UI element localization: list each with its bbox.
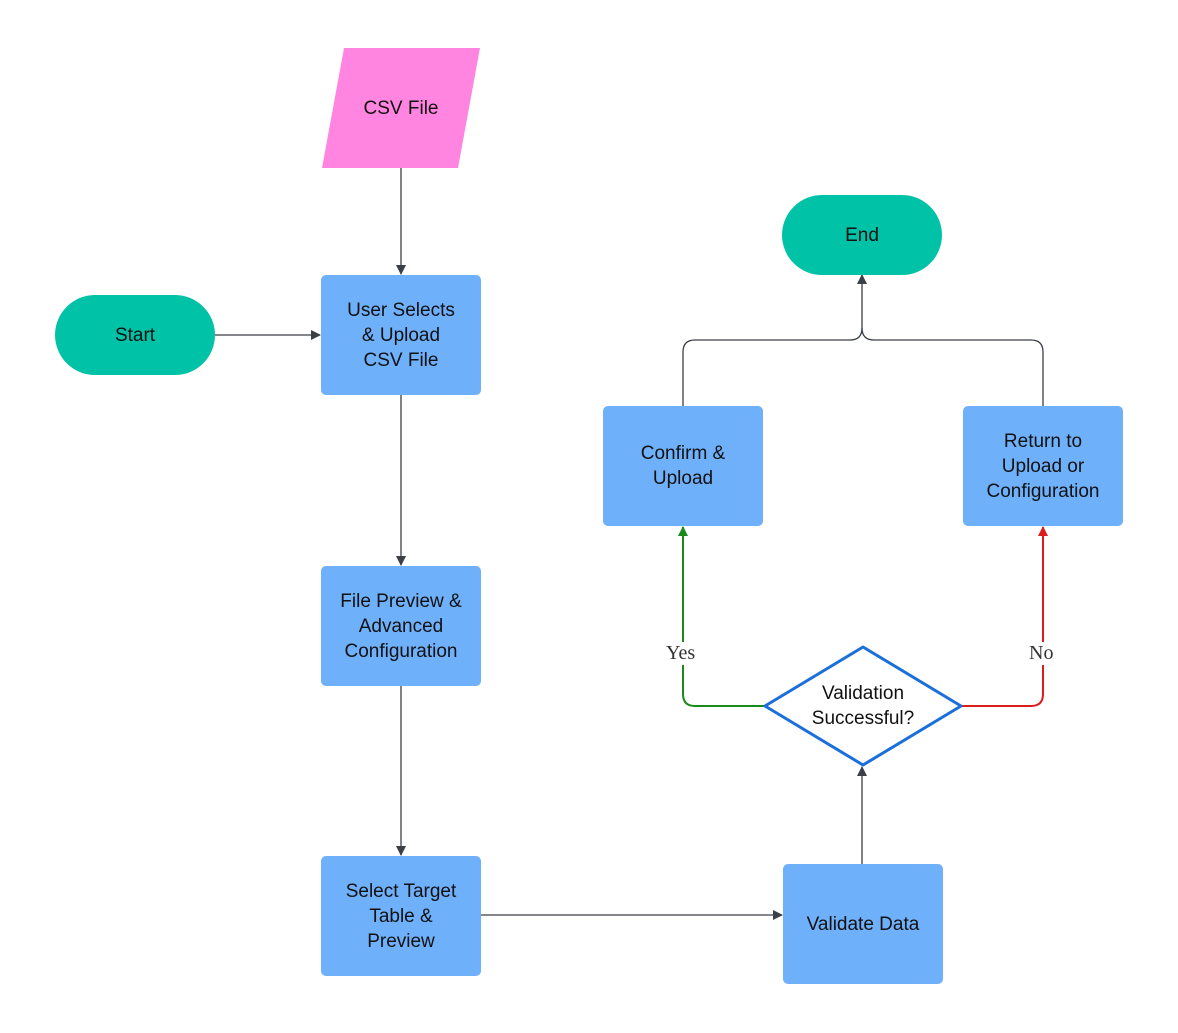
edge-confirm-to-end: [682, 274, 867, 406]
end-terminal: End: [782, 195, 942, 275]
edge-return-to-end: [861, 327, 1044, 406]
validate-data-step: Validate Data: [783, 864, 943, 984]
edge-decision-no: [962, 526, 1048, 707]
user-selects-upload-step: User Selects & Upload CSV File: [321, 275, 481, 395]
start-terminal: Start: [55, 295, 215, 375]
confirm-upload-step: Confirm & Upload: [603, 406, 763, 526]
yes-edge-label: Yes: [664, 642, 698, 665]
validation-successful-label: Validation Successful?: [811, 683, 915, 729]
csv-file-input: CSV File: [322, 48, 480, 168]
return-to-upload-step: Return to Upload or Configuration: [963, 406, 1123, 526]
no-edge-label: No: [1027, 642, 1056, 665]
select-target-table-step: Select Target Table & Preview: [321, 856, 481, 976]
file-preview-config-step: File Preview & Advanced Configuration: [321, 566, 481, 686]
edge-decision-yes: [678, 526, 764, 707]
decision-diamond: [763, 645, 963, 767]
